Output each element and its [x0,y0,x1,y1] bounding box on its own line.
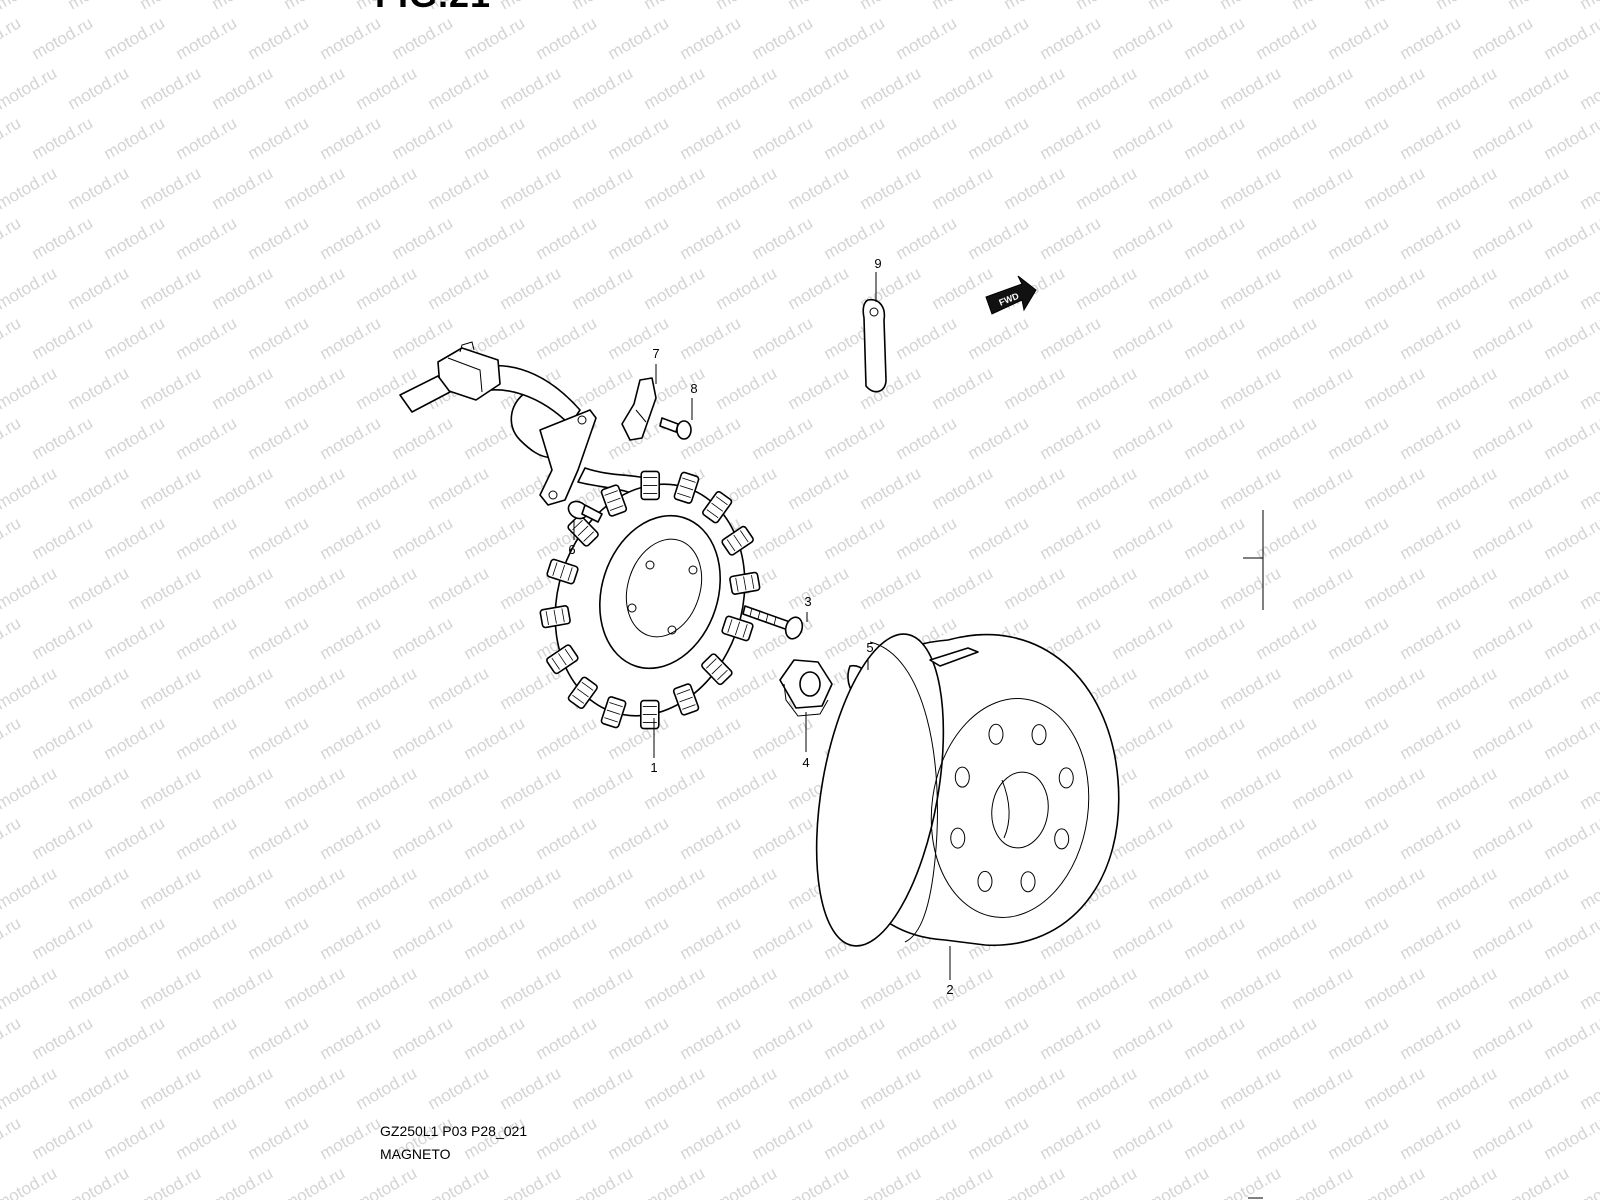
stator-bolt-hole-2 [688,565,698,575]
stator-bolt-hole-4 [627,603,637,613]
ref-label-4: 4 [802,755,810,770]
pickup-spacer [862,298,887,393]
rotor-nut-bore [799,671,821,697]
wire-clamp [621,377,657,441]
stator-coil-winding [706,496,728,519]
clamp-screw [659,417,692,440]
stator-coil-winding [643,477,658,494]
clamp-bolt [567,500,603,523]
rotor-hole [1058,767,1074,789]
rotor-hole [977,870,993,892]
stator-coil-winding [604,702,623,723]
rotor-hole [1031,724,1047,746]
ref-label-8: 8 [690,381,698,396]
stator-coil-winding [677,477,696,498]
rotor-face-outer [930,698,1090,918]
rotor-hole [950,827,966,849]
rotor-flywheel [815,633,1120,947]
figure-title: FIG.21 [375,0,491,16]
ref-label-3: 3 [804,594,812,609]
rotor-timing-slot [929,647,979,667]
rotor-hole [1054,828,1070,850]
figure-name: MAGNETO [380,1146,451,1162]
ref-label-7: 7 [652,346,660,361]
coupler-lead [399,375,451,413]
fwd-arrow-shape [985,275,1037,315]
figure-code: GZ250L1 P03 P28_021 [380,1123,528,1139]
stator-bolt-head [784,616,804,640]
rotor-nut [779,659,833,717]
fwd-direction-marker: FWD [985,275,1037,315]
stator-coils [539,470,761,730]
ref-label-2: 2 [946,982,954,997]
stator-coil-winding [726,530,749,552]
stator-assembly [399,341,761,730]
stator-bolt-hole-3 [667,625,677,635]
stator-coil-winding [572,681,594,704]
stator-bolt [742,605,804,640]
stator-ring-inner [599,514,721,670]
leader-lines [573,272,951,980]
stator-coil-winding [676,689,696,710]
rotor-boss [991,771,1049,849]
harness-clamp-plate [539,409,597,506]
clamp-screw-shank [659,417,679,433]
rotor-hole [954,766,970,788]
clamp-screw-head [676,420,692,440]
rotor-holes [950,723,1074,893]
ref-label-6: 6 [568,542,576,557]
ref-label-9: 9 [874,256,882,271]
stator-coil-winding [545,608,565,626]
rotor-hole [988,723,1004,745]
stator-coil-winding [706,658,728,681]
stator-coil-winding [552,562,573,581]
stator-coil-winding [551,648,574,670]
clamp-hole-bottom [548,490,558,500]
ref-label-1: 1 [650,760,658,775]
stator-bolt-hole-1 [645,560,655,570]
ref-label-5: 5 [866,640,874,655]
stator-hub [625,538,703,638]
stator-coil-winding [727,619,748,638]
stator-coil-winding [604,490,624,511]
clamp-hole-top [577,415,587,425]
stator-coil-winding [735,574,755,592]
rotor-hole [1020,871,1036,893]
clamp-bolt-shank [581,504,603,523]
